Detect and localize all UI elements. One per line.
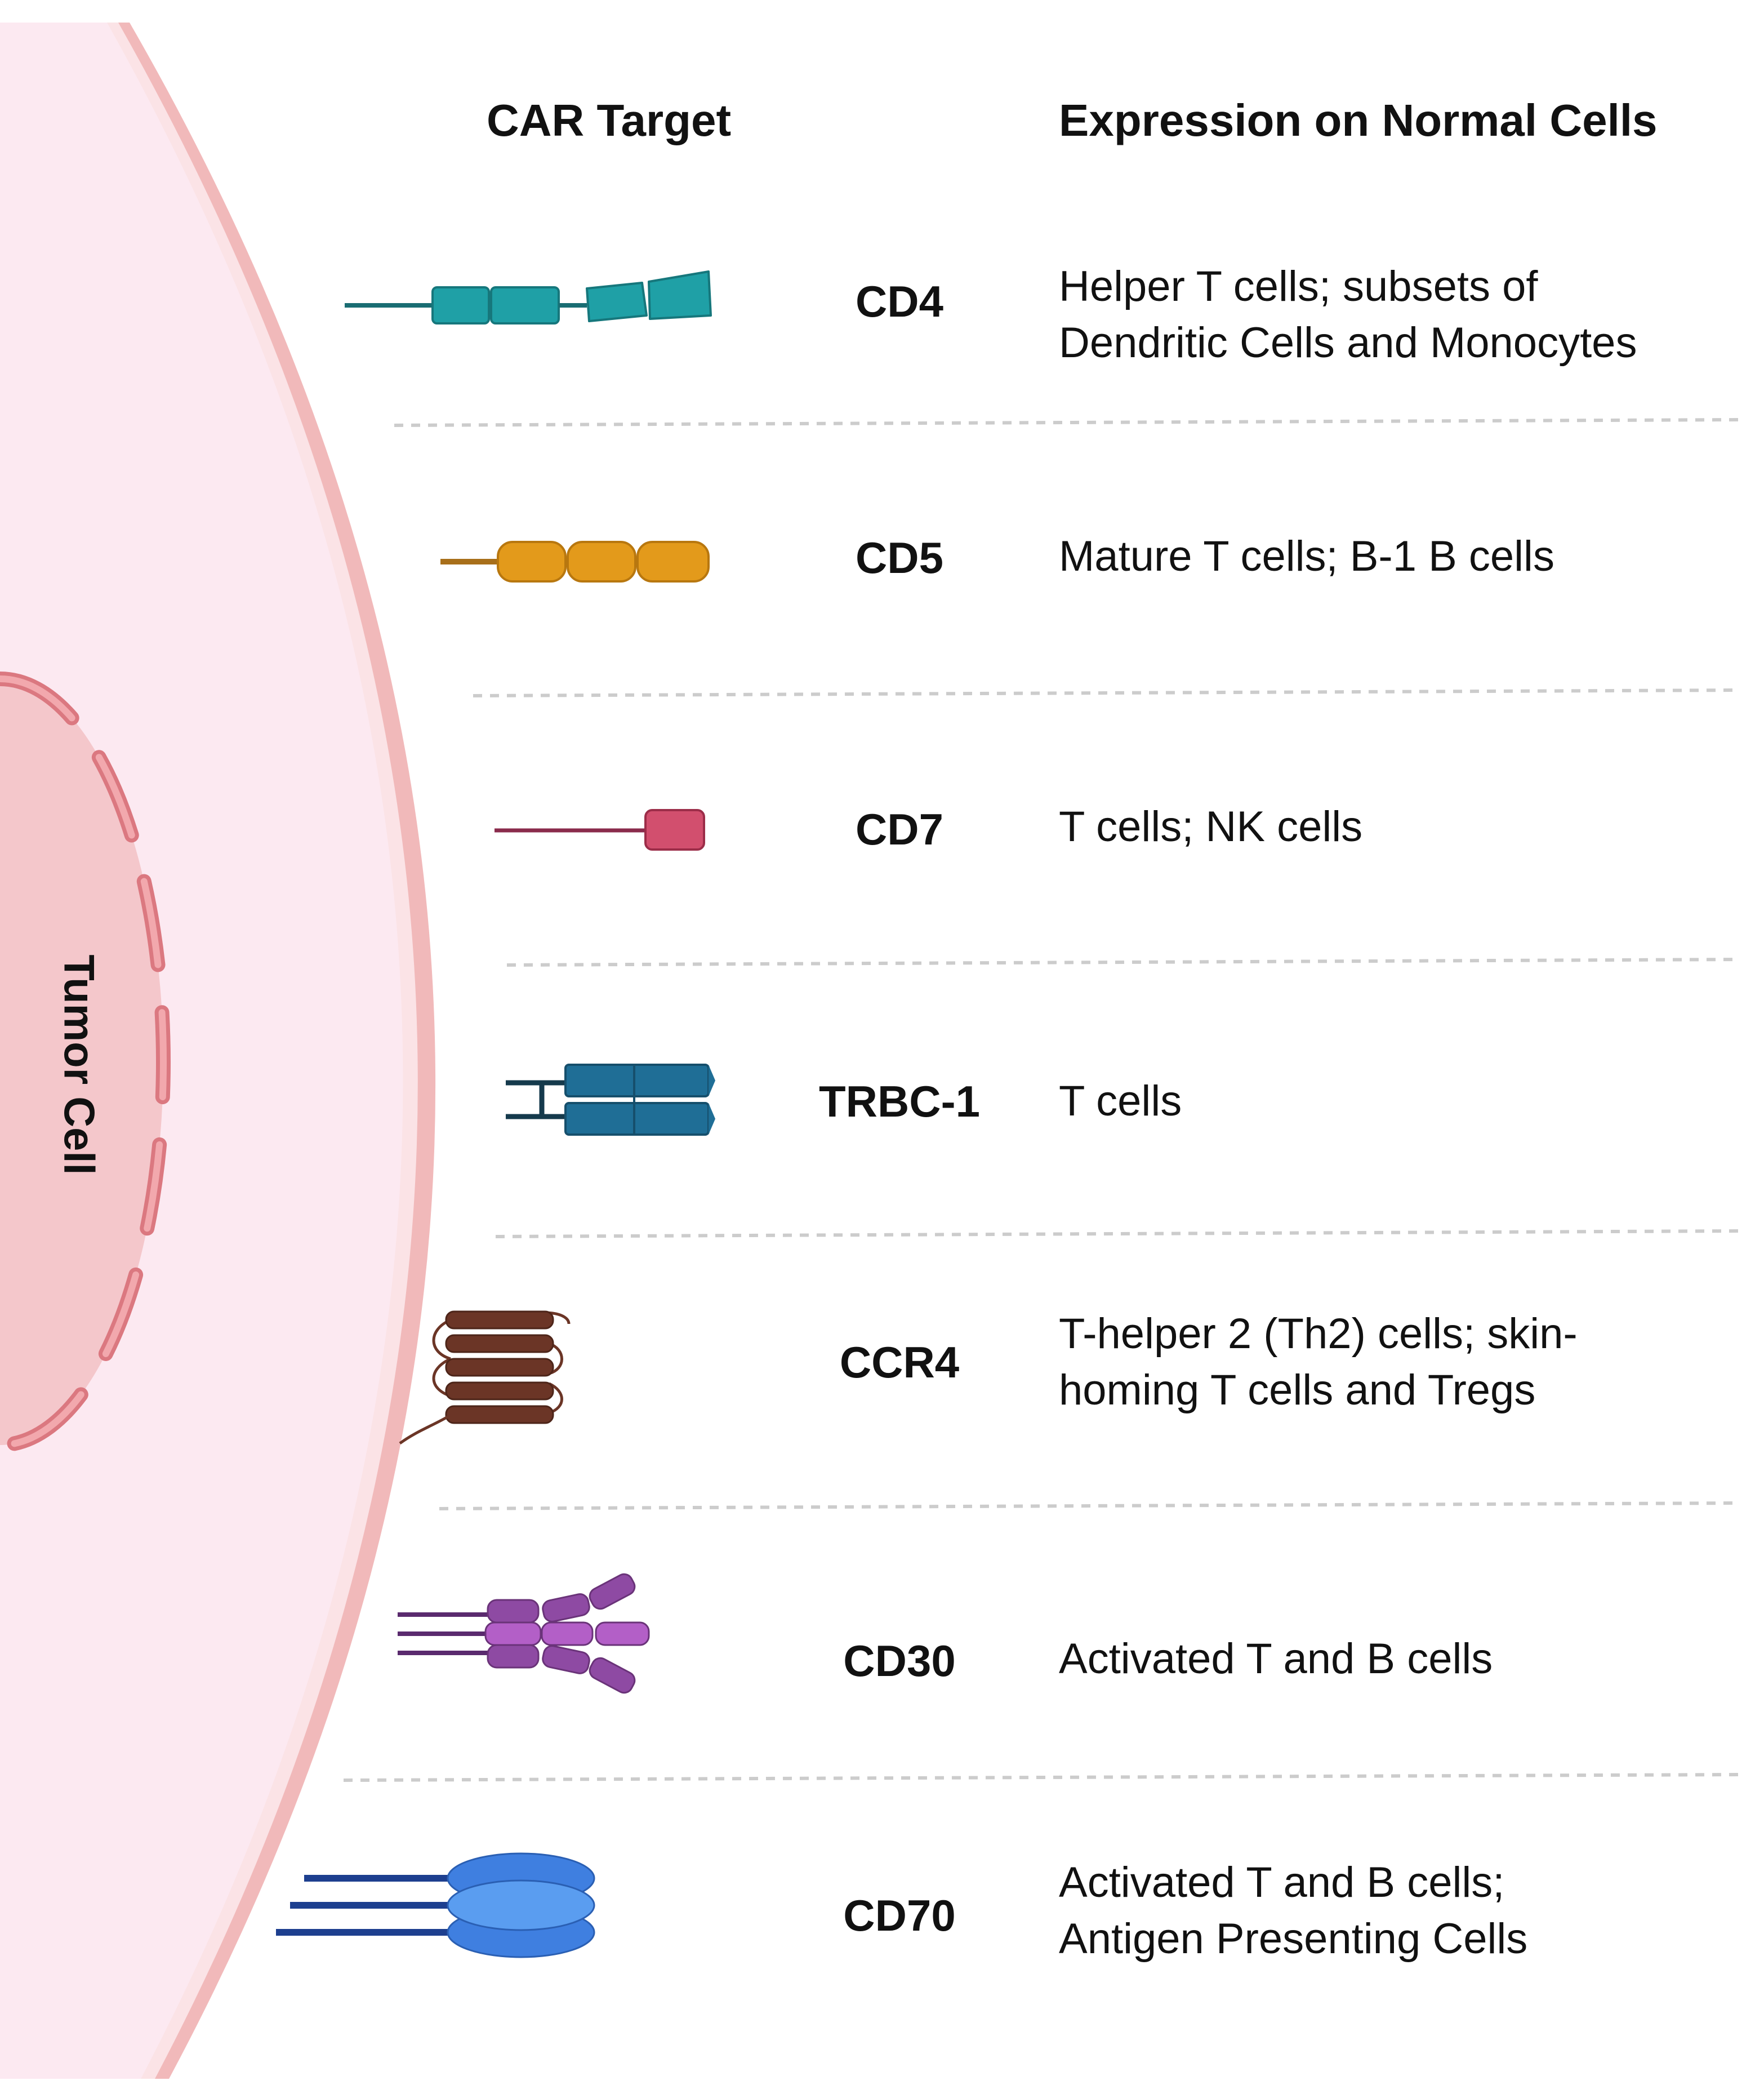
cd4-domain	[648, 270, 712, 320]
divider-line	[439, 1501, 1741, 1510]
expression-line: Antigen Presenting Cells	[1059, 1915, 1528, 1963]
car-target-label: CD4	[855, 277, 944, 326]
ccr4-helix	[445, 1358, 554, 1377]
ccr4-helix	[445, 1381, 554, 1401]
cd30-receptor-icon	[398, 1573, 650, 1694]
car-target-label: CD5	[855, 533, 944, 583]
tumor-cell-label: Tumor Cell	[55, 954, 103, 1175]
cd30-domain	[595, 1621, 650, 1646]
cd30-domain	[542, 1645, 590, 1674]
cd7-domain	[644, 809, 705, 851]
cd4-domain	[490, 286, 560, 324]
header-expression: Expression on Normal Cells	[1059, 95, 1658, 145]
trbc1-chain-tip	[709, 1103, 715, 1135]
divider-line	[495, 1229, 1741, 1238]
expression-text: T cells; NK cells	[1059, 799, 1752, 855]
cd30-domain	[484, 1621, 542, 1646]
expression-text: Activated T and B cells; Antigen Present…	[1059, 1855, 1752, 1967]
divider-line	[394, 418, 1741, 427]
car-target-label: CD70	[843, 1891, 956, 1940]
ccr4-helix	[445, 1310, 554, 1330]
trbc1-beta-chain	[564, 1102, 710, 1136]
ccr4-transmembrane-loops	[432, 1318, 563, 1415]
cd30-domain	[589, 1657, 636, 1694]
tumor-cell-cytoplasm	[0, 23, 403, 2079]
row-dividers	[343, 418, 1741, 1782]
trbc1-receptor-icon	[506, 1064, 715, 1136]
cd7-receptor-icon	[495, 809, 705, 851]
car-target-label: CCR4	[839, 1337, 960, 1387]
expression-line: T cells	[1059, 1077, 1182, 1125]
cd5-domain	[497, 541, 567, 583]
cd30-domain	[589, 1573, 636, 1610]
expression-line: Helper T cells; subsets of	[1059, 263, 1538, 310]
expression-line: T cells; NK cells	[1059, 803, 1363, 851]
cd5-domain	[567, 541, 636, 583]
expression-line: Activated T and B cells	[1059, 1635, 1493, 1683]
cd4-domain	[431, 286, 490, 324]
divider-line	[506, 958, 1741, 967]
car-target-label: CD30	[843, 1636, 956, 1686]
expression-line: Dendritic Cells and Monocytes	[1059, 319, 1637, 367]
divider-line	[473, 688, 1741, 697]
ccr4-receptor-icon	[399, 1310, 571, 1445]
trbc1-chain-tip	[709, 1065, 715, 1096]
cd30-domain	[487, 1599, 540, 1624]
car-target-label: TRBC-1	[819, 1077, 980, 1126]
cd30-domain	[487, 1644, 540, 1669]
cd70-receptor-icon	[276, 1852, 595, 1958]
expression-line: homing T cells and Tregs	[1059, 1366, 1536, 1414]
ccr4-helix	[445, 1405, 554, 1424]
ccr4-helix	[445, 1334, 554, 1353]
cd4-domain	[586, 282, 648, 322]
nuclear-envelope-fill	[0, 675, 167, 1448]
cd30-domain	[541, 1621, 594, 1646]
expression-line: T-helper 2 (Th2) cells; skin-	[1059, 1310, 1578, 1358]
cd4-receptor-icon	[345, 270, 712, 324]
expression-text: Mature T cells; B-1 B cells	[1059, 528, 1752, 585]
divider-line	[343, 1773, 1741, 1782]
expression-text: Activated T and B cells	[1059, 1631, 1752, 1687]
expression-text: T-helper 2 (Th2) cells; skin- homing T c…	[1059, 1306, 1752, 1419]
car-target-label: CD7	[855, 804, 944, 854]
tumor-cell	[0, 23, 436, 2079]
trbc1-alpha-chain	[564, 1064, 710, 1097]
cd70-domain	[447, 1879, 595, 1931]
ccr4-c-terminus	[399, 1413, 452, 1445]
header-car-target: CAR Target	[487, 95, 732, 145]
cd5-receptor-icon	[440, 541, 710, 583]
cd30-domain	[542, 1593, 590, 1622]
expression-line: Mature T cells; B-1 B cells	[1059, 532, 1554, 580]
cd5-domain	[636, 541, 710, 583]
expression-line: Activated T and B cells;	[1059, 1859, 1505, 1906]
tumor-cell-nucleus	[0, 679, 163, 1445]
expression-text: Helper T cells; subsets of Dendritic Cel…	[1059, 259, 1752, 371]
expression-text: T cells	[1059, 1073, 1752, 1130]
